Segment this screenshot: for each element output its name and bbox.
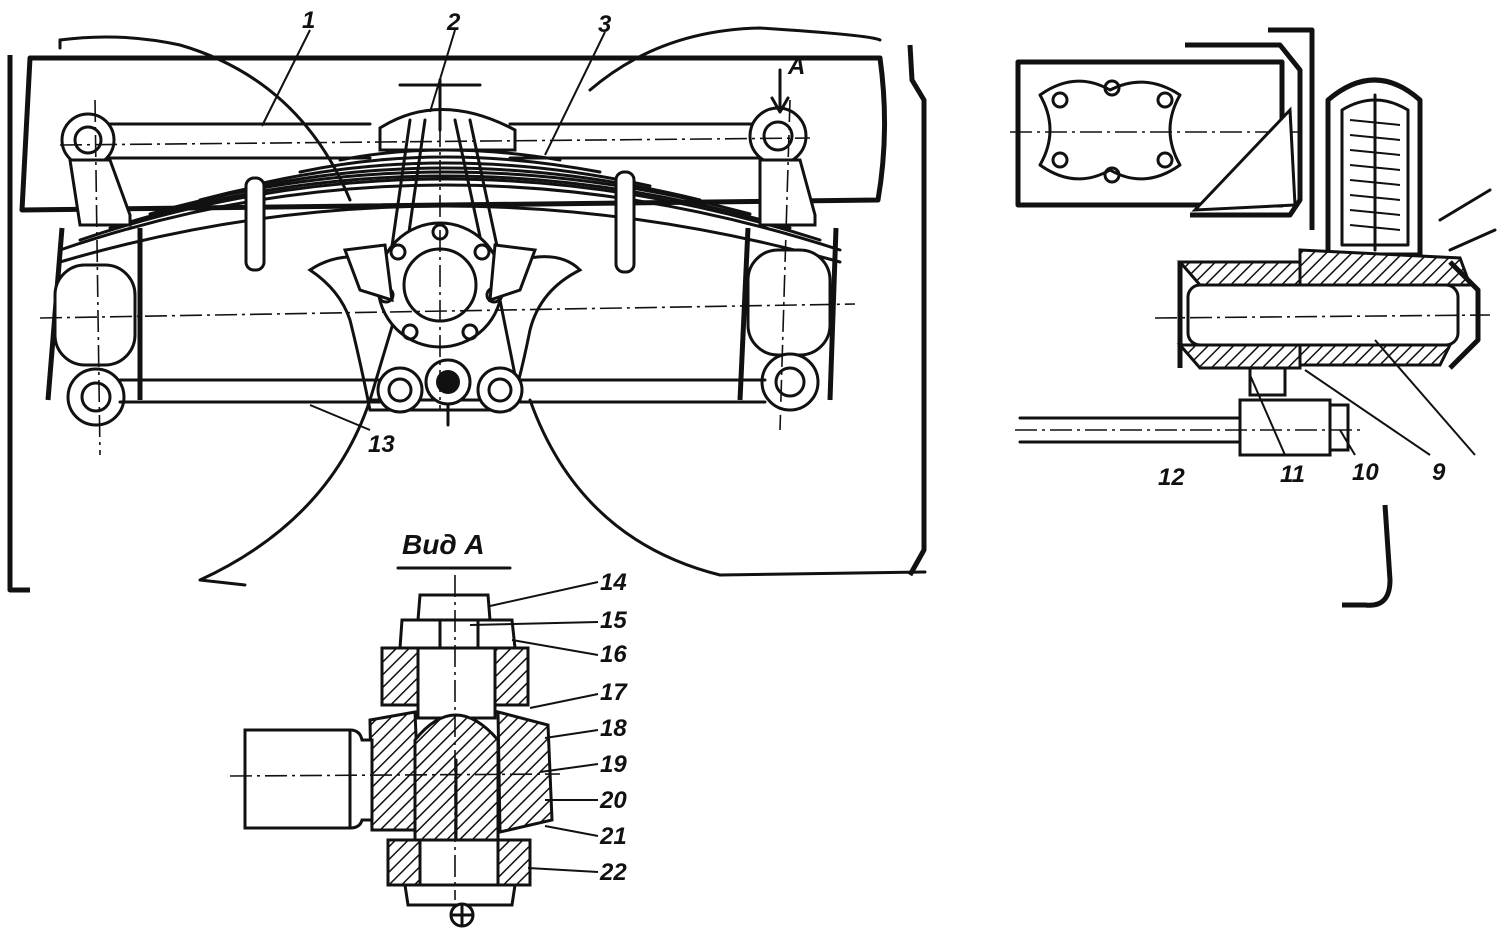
label-10: 10 xyxy=(1352,459,1379,486)
label-9: 9 xyxy=(1432,459,1446,486)
upper-reaction-rod xyxy=(60,106,808,168)
label-18: 18 xyxy=(600,715,627,742)
label-22: 22 xyxy=(599,859,627,886)
label-15: 15 xyxy=(600,607,627,634)
right-axle-bracket xyxy=(737,158,839,412)
label-13: 13 xyxy=(368,431,395,458)
leaf-spring xyxy=(58,148,842,274)
label-2: 2 xyxy=(446,9,461,36)
frame-rail xyxy=(19,55,888,213)
label-16: 16 xyxy=(600,641,627,668)
label-14: 14 xyxy=(600,569,627,596)
label-11: 11 xyxy=(1280,461,1305,488)
label-arrow-a: A xyxy=(787,53,805,80)
label-19: 19 xyxy=(600,751,627,778)
label-12: 12 xyxy=(1158,464,1185,491)
view-a-title: Вид А xyxy=(402,529,485,560)
section-view: 12 11 10 9 xyxy=(1010,27,1497,608)
label-17: 17 xyxy=(600,679,628,706)
label-20: 20 xyxy=(599,787,627,814)
lower-reaction-rod xyxy=(118,378,767,404)
left-axle-bracket xyxy=(45,158,143,427)
central-trunnion xyxy=(307,78,583,427)
side-view: 1 2 3 13 A xyxy=(7,7,927,593)
view-a: Вид А xyxy=(229,529,628,928)
front-wheel-outline xyxy=(58,35,352,202)
label-1: 1 xyxy=(302,7,315,34)
label-3: 3 xyxy=(598,11,612,38)
label-21: 21 xyxy=(599,823,627,850)
